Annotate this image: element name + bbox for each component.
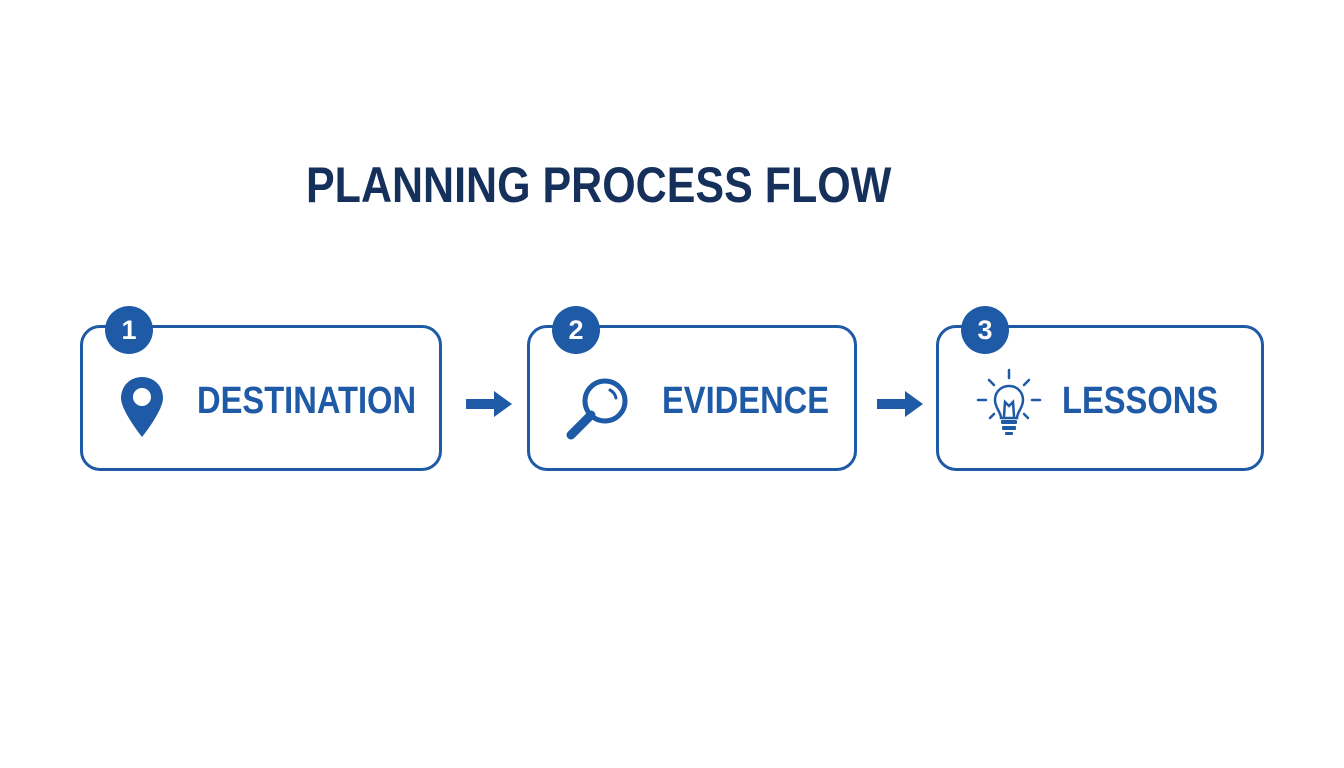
step-number-badge: 3 (961, 306, 1009, 354)
step-number-badge: 1 (105, 306, 153, 354)
lightbulb-icon (976, 368, 1042, 435)
step-number-badge: 2 (552, 306, 600, 354)
step-label: DESTINATION (197, 380, 417, 422)
map-pin-icon (121, 377, 163, 437)
step-label: LESSONS (1062, 380, 1219, 422)
step-label: EVIDENCE (662, 380, 830, 422)
magnifying-glass-icon (566, 378, 628, 440)
arrow-right-icon (466, 391, 512, 417)
page-title: PLANNING PROCESS FLOW (306, 157, 892, 213)
arrow-right-icon (877, 391, 923, 417)
